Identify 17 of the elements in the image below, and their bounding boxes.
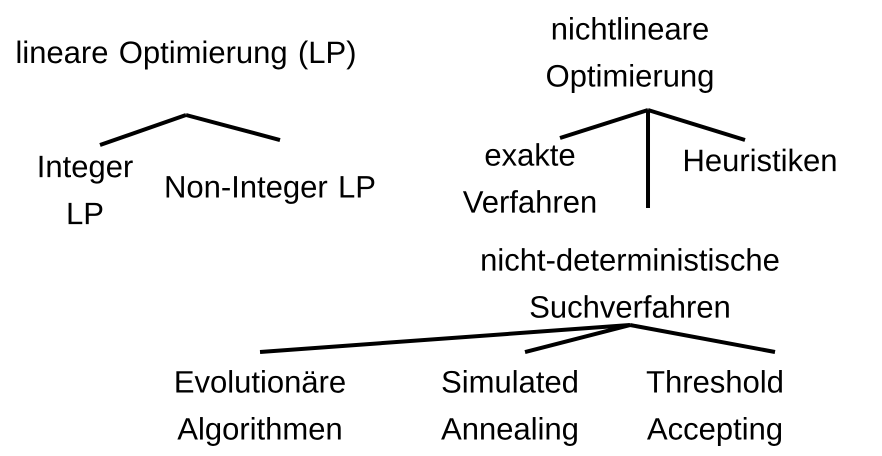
connector-line xyxy=(260,323,630,354)
connector-line xyxy=(99,113,187,147)
text-label: Evolutionäre Algorithmen xyxy=(176,370,345,446)
connector-line xyxy=(646,110,650,208)
text-label: Threshold Accepting xyxy=(646,370,782,446)
text-label: nichtlineare Optimierung xyxy=(547,17,712,93)
text-label: Heuristiken xyxy=(685,148,836,172)
connector-line xyxy=(524,323,630,354)
text-label: Non-Integer LP xyxy=(166,176,374,204)
connector-line xyxy=(630,323,776,354)
text-label: lineare Optimierung (LP) xyxy=(18,40,355,70)
text-label: Simulated Annealing xyxy=(441,370,577,446)
connector-line xyxy=(186,113,281,142)
connector-line xyxy=(647,108,746,142)
text-label: nicht-deterministische Suchverfahren xyxy=(482,248,778,318)
text-label: Integer LP xyxy=(40,156,133,224)
connector-line xyxy=(559,108,649,140)
